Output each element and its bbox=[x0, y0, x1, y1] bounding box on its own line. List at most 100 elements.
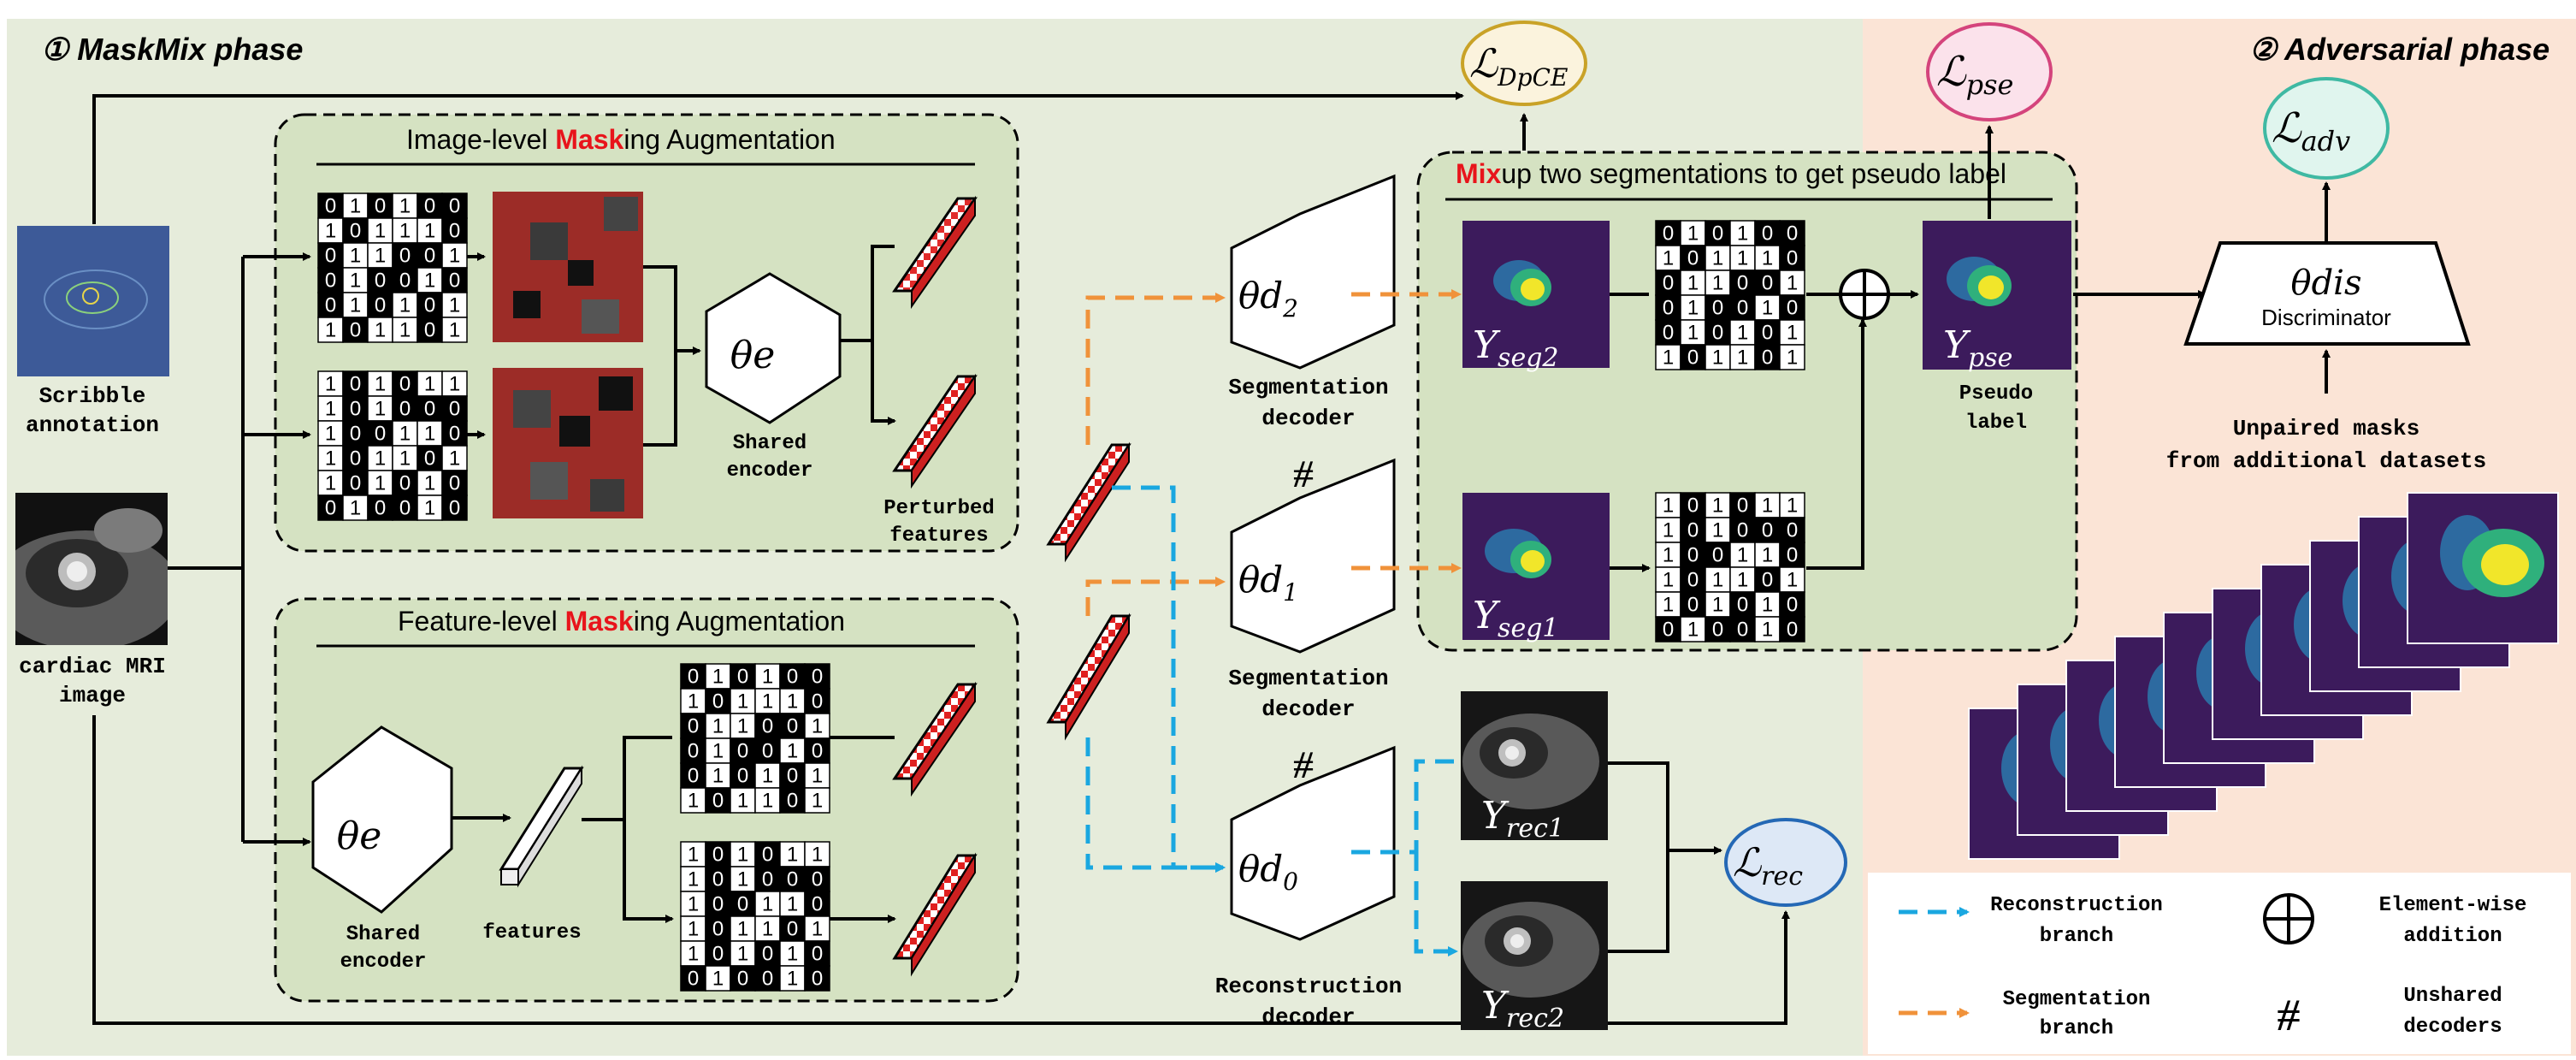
mask-cell-digit: 0 bbox=[812, 968, 823, 991]
mask-cell bbox=[392, 192, 418, 219]
mask-cell-digit: 1 bbox=[737, 844, 748, 867]
mask-cell-digit: 0 bbox=[424, 195, 435, 218]
mask-cell-digit: 1 bbox=[712, 765, 724, 788]
mask-cell-digit: 0 bbox=[812, 666, 823, 689]
mask-cell-digit: 1 bbox=[375, 447, 386, 471]
mask-cell-digit: 1 bbox=[812, 918, 823, 941]
mask-cell bbox=[754, 762, 781, 789]
mask-cell-digit: 0 bbox=[1687, 569, 1699, 592]
mask-cell bbox=[1655, 542, 1681, 568]
mask-cell-digit: 1 bbox=[1712, 247, 1723, 270]
mask-cell-digit: 0 bbox=[1687, 594, 1699, 617]
mask-cell-digit: 1 bbox=[350, 245, 361, 268]
mask-cell-digit: 0 bbox=[1787, 594, 1798, 617]
mask-cell-digit: 0 bbox=[1737, 297, 1748, 320]
mask-cell-digit: 0 bbox=[1762, 346, 1773, 370]
mask-cell bbox=[680, 713, 706, 739]
adversarial-phase-title: ② Adversarial phase bbox=[2249, 32, 2549, 67]
mask-cell-digit: 1 bbox=[712, 968, 724, 991]
mask-cell bbox=[441, 192, 468, 219]
mask-cell-digit: 1 bbox=[1787, 322, 1798, 345]
arrow-yseg-to-masks bbox=[1610, 293, 1649, 568]
legend-unshared-label-2: decoders bbox=[2403, 1016, 2502, 1039]
mask-cell-digit: 0 bbox=[1687, 494, 1699, 518]
mask-cell bbox=[367, 370, 393, 397]
mask-cell bbox=[1754, 220, 1781, 246]
mask-cell bbox=[804, 713, 830, 739]
mask-cell-digit: 0 bbox=[712, 868, 724, 891]
loss-rec: ℒrec bbox=[1724, 818, 1847, 907]
mask-cell-digit: 1 bbox=[737, 868, 748, 891]
arrow-features-branch bbox=[582, 736, 672, 919]
mask-cell-digit: 1 bbox=[325, 472, 336, 495]
mask-cell bbox=[1754, 517, 1781, 543]
mask-cell-digit: 1 bbox=[762, 765, 773, 788]
mask-cell-digit: 1 bbox=[424, 497, 435, 520]
unshared-mark-1: ⧣ bbox=[1293, 451, 1315, 493]
decoder-d2-symbol: θd2 bbox=[1238, 275, 1298, 323]
mask-cell bbox=[804, 841, 830, 868]
mask-cell-digit: 0 bbox=[1712, 297, 1723, 320]
mask-cell-digit: 1 bbox=[1663, 594, 1674, 617]
mask-cell-digit: 0 bbox=[325, 195, 336, 218]
mask-cell bbox=[1655, 319, 1681, 346]
mask-cell bbox=[441, 317, 468, 343]
mask-cell bbox=[1779, 294, 1805, 321]
mask-cell-digit: 1 bbox=[688, 844, 699, 867]
mask-cell-digit: 1 bbox=[688, 918, 699, 941]
mask-cell-digit: 0 bbox=[399, 245, 411, 268]
mask-cell-digit: 0 bbox=[787, 868, 798, 891]
rec-branch-arrow-2 bbox=[1085, 737, 1226, 873]
encoder-bottom-label-2: encoder bbox=[340, 950, 427, 974]
mask-cell-digit: 0 bbox=[424, 447, 435, 471]
mask-cell bbox=[779, 787, 806, 814]
mask-cell bbox=[367, 494, 393, 521]
mask-cell-digit: 0 bbox=[812, 868, 823, 891]
mask-cell-digit: 0 bbox=[688, 666, 699, 689]
mask-cell-digit: 0 bbox=[1787, 247, 1798, 270]
mask-cell-digit: 1 bbox=[737, 690, 748, 714]
mask-cell-digit: 1 bbox=[712, 715, 724, 738]
perturbed-label-2: features bbox=[889, 524, 988, 548]
mask-cell bbox=[1705, 492, 1731, 518]
mask-cell-digit: 0 bbox=[812, 943, 823, 966]
mask-cell-digit: 0 bbox=[449, 398, 460, 421]
mask-cell bbox=[705, 663, 731, 690]
mask-cell-digit: 1 bbox=[737, 715, 748, 738]
shared-encoder-bottom bbox=[311, 725, 453, 914]
mask-cell-digit: 1 bbox=[424, 472, 435, 495]
mask-cell bbox=[417, 217, 443, 244]
mask-cell-digit: 1 bbox=[1712, 594, 1723, 617]
mask-cell bbox=[342, 420, 369, 447]
mask-cell bbox=[317, 494, 344, 521]
mask-cell-digit: 0 bbox=[325, 497, 336, 520]
mask-cell-digit: 0 bbox=[1663, 297, 1674, 320]
masked-image-1 bbox=[493, 192, 643, 342]
image-masking-title: Image-level Masking Augmentation bbox=[406, 124, 836, 155]
mask-cell-digit: 0 bbox=[688, 715, 699, 738]
mask-cell-digit: 0 bbox=[812, 690, 823, 714]
arrow-featmask-to-perturbed bbox=[830, 736, 895, 919]
encoder-top-label-1: Shared bbox=[733, 432, 806, 455]
mask-cell-digit: 1 bbox=[399, 447, 411, 471]
shared-encoder-top bbox=[705, 272, 842, 424]
discriminator-symbol: θdis bbox=[2290, 264, 2361, 303]
discriminator-block bbox=[2183, 241, 2471, 346]
mask-cell-digit: 0 bbox=[449, 269, 460, 293]
mask-cell-digit: 1 bbox=[1737, 346, 1748, 370]
mask-cell-digit: 0 bbox=[1762, 222, 1773, 246]
mask-cell-digit: 0 bbox=[449, 195, 460, 218]
mask-cell-digit: 1 bbox=[375, 245, 386, 268]
mask-cell-digit: 1 bbox=[1663, 544, 1674, 567]
encoder-top-label-2: encoder bbox=[727, 459, 813, 483]
mask-cell bbox=[392, 420, 418, 447]
decoder-d0-label-1: Reconstruction bbox=[1215, 974, 1402, 999]
mask-cell-digit: 1 bbox=[449, 294, 460, 317]
legend-addition-icon bbox=[2263, 893, 2314, 945]
mask-cell-digit: 1 bbox=[762, 790, 773, 813]
legend-box bbox=[1868, 873, 2571, 1054]
svg-text:ℒadv: ℒadv bbox=[2272, 104, 2350, 157]
mask-cell-digit: 0 bbox=[688, 740, 699, 763]
mask-cell-digit: 1 bbox=[1737, 222, 1748, 246]
